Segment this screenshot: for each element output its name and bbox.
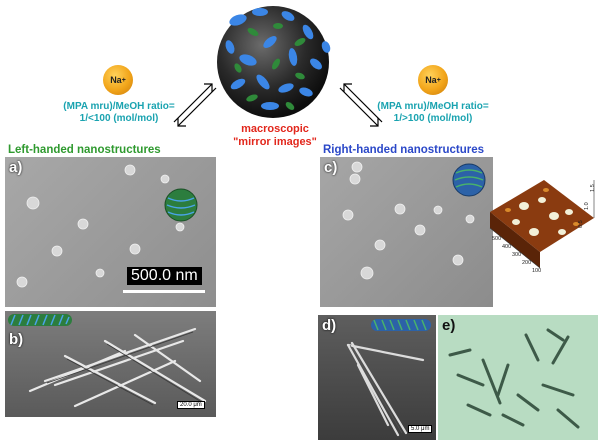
ratio-right-line2: 1/>100 (mol/mol) xyxy=(393,113,473,124)
panel-a-scale-bar xyxy=(123,290,205,293)
panel-c-label: c) xyxy=(324,159,338,176)
panel-d-label: d) xyxy=(322,317,337,334)
panel-b-sem-image: b) 20.0 μm xyxy=(5,311,216,417)
ratio-left-line2: 1/<100 (mol/mol) xyxy=(79,113,159,124)
afm-x-tick-2: 400 xyxy=(502,244,511,250)
equilibrium-arrow-right xyxy=(339,83,383,127)
afm-x-tick-5: 100 xyxy=(532,268,541,274)
sodium-ion-right-charge: + xyxy=(436,76,441,84)
sodium-ion-left-label: Na xyxy=(110,75,122,85)
right-helix-sphere-icon xyxy=(452,163,486,197)
equilibrium-arrow-left xyxy=(173,83,217,127)
panel-a-scale-label: 500.0 nm xyxy=(127,267,202,285)
ratio-left-line1: (MPA mru)/MeOH ratio= xyxy=(63,101,175,112)
left-helix-rod-icon xyxy=(8,314,72,326)
panel-b-fibers xyxy=(28,327,207,408)
panel-c-sem-image: c) xyxy=(320,157,493,307)
ratio-right-line1: (MPA mru)/MeOH ratio= xyxy=(377,101,489,112)
afm-3d-topography: 500 400 300 200 100 0.5 1.0 1.5 xyxy=(489,180,596,274)
panel-a-particles xyxy=(16,164,185,288)
panel-a-label: a) xyxy=(9,159,23,176)
panel-b-label: b) xyxy=(9,331,24,348)
sodium-ion-left-charge: + xyxy=(121,76,126,84)
panel-c-particles xyxy=(342,161,475,280)
panel-a-sem-image: a) 500.0 nm xyxy=(5,157,216,307)
left-helix-sphere-icon xyxy=(164,188,198,222)
panel-e-optical-image: e) xyxy=(438,315,598,440)
afm-x-tick-1: 500 xyxy=(492,236,501,242)
afm-y-tick-1: 0.5 xyxy=(578,220,584,228)
panel-d-fibers xyxy=(346,341,425,437)
afm-x-tick-3: 300 xyxy=(512,252,521,258)
mirror-line1: macroscopic xyxy=(241,123,309,135)
panel-e-crystals xyxy=(448,328,580,429)
mirror-images-text: macroscopic "mirror images" xyxy=(215,123,335,149)
afm-x-tick-4: 200 xyxy=(522,260,531,266)
left-handed-title: Left-handed nanostructures xyxy=(8,144,161,156)
afm-y-tick-2: 1.0 xyxy=(584,202,590,210)
panel-d-sem-image: d) 5.0 μm xyxy=(318,315,436,440)
right-handed-title: Right-handed nanostructures xyxy=(323,144,485,156)
ratio-right-text: (MPA mru)/MeOH ratio= 1/>100 (mol/mol) xyxy=(358,101,508,125)
sodium-ion-right-label: Na xyxy=(425,75,437,85)
panel-e-label: e) xyxy=(442,317,456,334)
central-sphere-figure xyxy=(217,6,331,118)
panel-b-scale-label: 20.0 μm xyxy=(177,401,205,409)
mirror-line2: "mirror images" xyxy=(233,136,317,148)
afm-y-tick-3: 1.5 xyxy=(590,184,596,192)
sodium-ion-right-icon: Na+ xyxy=(418,65,448,95)
sodium-ion-left-icon: Na+ xyxy=(103,65,133,95)
ratio-left-text: (MPA mru)/MeOH ratio= 1/<100 (mol/mol) xyxy=(44,101,194,125)
right-helix-rod-icon xyxy=(371,319,431,331)
panel-d-scale-label: 5.0 μm xyxy=(408,425,433,433)
